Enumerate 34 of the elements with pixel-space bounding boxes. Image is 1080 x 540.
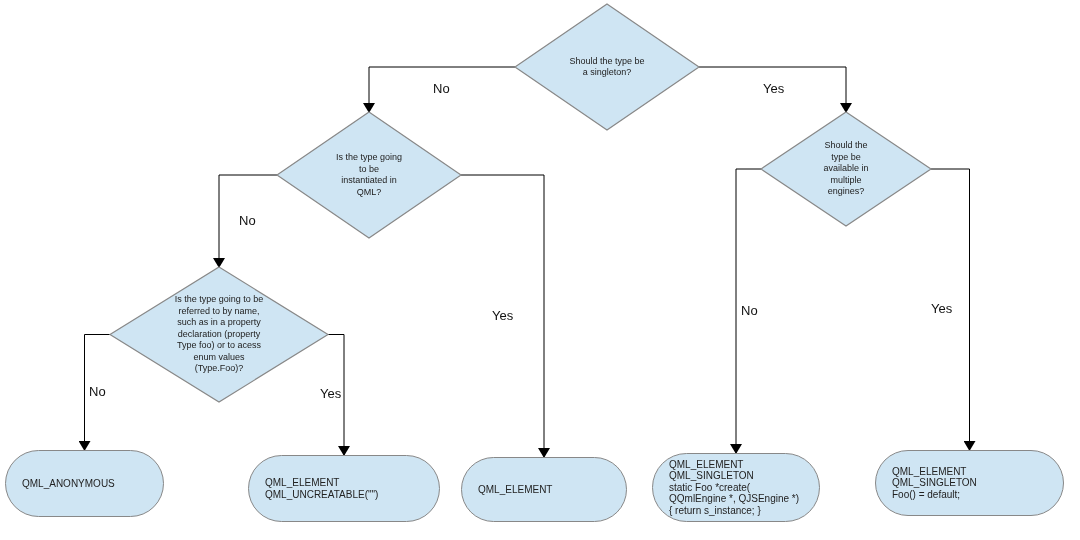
code-text: QML_UNCREATABLE("") xyxy=(265,488,379,500)
edge-label: Yes xyxy=(762,81,786,96)
code-text: static Foo *create( QQmlEngine *, QJSEngine *) xyxy=(669,481,801,505)
question-text: Should the type be a singleton? xyxy=(568,55,646,79)
edge-label: No xyxy=(238,213,257,228)
code-text: QML_SINGLETON xyxy=(892,477,977,489)
arrow xyxy=(363,66,516,113)
edge-label: No xyxy=(740,303,759,318)
code-text: QML_ANONYMOUS xyxy=(22,477,115,490)
arrow xyxy=(327,334,350,456)
code-text: Foo() = default; xyxy=(892,488,961,501)
question-text: Should the type be available in multiple engines? xyxy=(822,140,870,198)
decision-diamond xyxy=(515,4,699,130)
arrow xyxy=(698,66,852,113)
arrow xyxy=(78,334,111,451)
arrow xyxy=(930,168,976,451)
code-text: QML_ELEMENT xyxy=(669,458,744,471)
arrow xyxy=(730,168,762,454)
question-text: Is the type going to be instantiated in QML? xyxy=(335,152,403,198)
decision-diamond xyxy=(277,112,461,238)
question-text: Is the type going to be referred to by name, such as in a property declaration (property Type foo) or to acess enum values (Type.Foo)? xyxy=(173,294,265,375)
edge-label: No xyxy=(88,384,107,399)
code-text: QML_ELEMENT xyxy=(265,477,340,489)
edge-label: No xyxy=(432,81,451,96)
code-text: { return s_instance; } xyxy=(669,504,761,517)
arrow xyxy=(213,174,278,268)
edge-label: Yes xyxy=(491,308,515,323)
edge-label: Yes xyxy=(930,301,954,316)
code-text: QML_ELEMENT xyxy=(892,465,967,478)
code-text: QML_SINGLETON xyxy=(669,470,754,482)
edge-label: Yes xyxy=(319,386,343,401)
code-text: QML_ELEMENT xyxy=(478,483,553,496)
arrow xyxy=(460,174,550,458)
decision-diamond xyxy=(761,112,931,226)
